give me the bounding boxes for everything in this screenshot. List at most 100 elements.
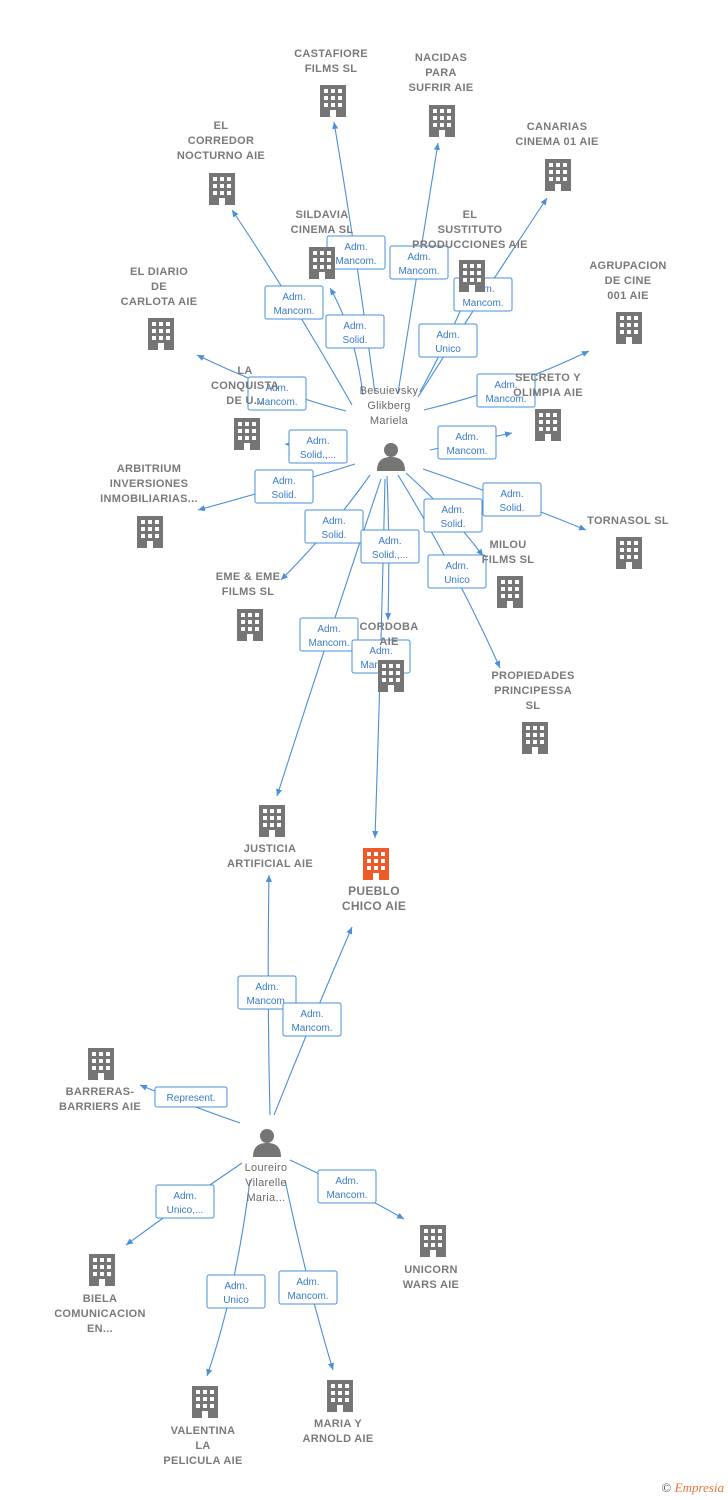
building-icon <box>420 1225 446 1257</box>
building-icon <box>148 318 174 350</box>
edge-label-besuievsky-to-sustituto[interactable]: Adm.Unico <box>418 323 478 358</box>
edge-label-besuievsky-to-justicia[interactable]: Adm.Mancom. <box>299 617 359 652</box>
person-node-loureiro[interactable]: LoureiroVilarelleMaria... <box>245 1129 288 1204</box>
company-name-line: NACIDAS <box>415 52 467 64</box>
edge-label-loureiro-to-justicia[interactable]: Adm.Mancom. <box>237 975 297 1010</box>
company-name-line: NOCTURNO AIE <box>177 150 265 162</box>
edge-label-besuievsky-to-diario[interactable]: Adm.Mancom. <box>247 376 307 411</box>
edge-role-text: Solid. <box>499 503 524 514</box>
company-name-line: CONQUISTA <box>211 380 279 392</box>
company-name-line: FILMS SL <box>222 586 275 598</box>
company-node-arbitrium[interactable]: ARBITRIUMINVERSIONESINMOBILIARIAS... <box>100 463 198 548</box>
edge-label-loureiro-to-biela[interactable]: Adm. Unico,... <box>155 1184 215 1219</box>
building-icon <box>522 722 548 754</box>
edge-role-text: Unico,... <box>167 1205 204 1216</box>
edge-label-besuievsky-to-secreto[interactable]: Adm.Mancom. <box>437 425 497 460</box>
building-icon <box>259 805 285 837</box>
building-icon <box>327 1380 353 1412</box>
edge-label-besuievsky-to-agrupacion[interactable]: Adm.Mancom. <box>476 373 536 408</box>
edge-role-text: Adm. <box>296 1277 319 1288</box>
edge-role-text: Mancom. <box>326 1190 367 1201</box>
company-name-line: LA <box>195 1440 210 1452</box>
edge-label-besuievsky-to-corredor[interactable]: Adm.Mancom. <box>264 285 324 320</box>
company-name-line: DE <box>151 281 167 293</box>
edge-role-text: Adm. <box>317 624 340 635</box>
company-name-line: SILDAVIA <box>296 209 349 221</box>
edge-label-besuievsky-to-cordoba[interactable]: Adm.Solid.,... <box>360 529 420 564</box>
company-name-line: CINEMA SL <box>291 224 354 236</box>
company-node-sildavia[interactable]: SILDAVIA CINEMA SL <box>291 209 354 279</box>
edge-role-text: Solid.,... <box>372 550 408 561</box>
company-name-line: EL <box>214 120 229 132</box>
edge-role-text: Adm. <box>173 1191 196 1202</box>
building-icon <box>137 516 163 548</box>
edge-label-besuievsky-to-tornasol[interactable]: Adm.Solid. <box>482 482 542 517</box>
edge-label-besuievsky-to-milou[interactable]: Adm.Solid. <box>423 498 483 533</box>
edge-label-besuievsky-to-eme[interactable]: Adm.Solid. <box>304 509 364 544</box>
edge-role-text: Adm. <box>494 380 517 391</box>
person-name-line: Glikberg <box>367 400 410 412</box>
company-name-line: ARTIFICIAL AIE <box>227 858 313 870</box>
copyright-symbol: © <box>661 1480 672 1495</box>
edge-role-text: Mancom. <box>256 397 297 408</box>
edge-label-besuievsky-to-nacidas[interactable]: Adm.Mancom. <box>389 245 449 280</box>
company-name-line: MILOU <box>490 539 527 551</box>
edge-role-text: Mancom. <box>335 256 376 267</box>
company-name-line: COMUNICACION <box>54 1308 146 1320</box>
edge-label-loureiro-to-valentina[interactable]: Adm.Unico <box>206 1274 266 1309</box>
edge-label-besuievsky-to-sildavia[interactable]: Adm.Solid. <box>325 314 385 349</box>
edge-label-loureiro-to-pueblo[interactable]: Adm.Mancom. <box>282 1002 342 1037</box>
company-name-line: PRINCIPESSA <box>494 685 572 697</box>
edge-label-loureiro-to-unicorn[interactable]: Adm. Mancom. <box>317 1169 377 1204</box>
edge-label-loureiro-to-maria[interactable]: Adm.Mancom. <box>278 1270 338 1305</box>
company-name-line: CANARIAS <box>527 121 587 133</box>
edge-label-besuievsky-to-arbitrium[interactable]: Adm.Solid. <box>254 469 314 504</box>
building-icon <box>459 260 485 292</box>
company-name-line: SL <box>526 700 541 712</box>
edge-label-besuievsky-to-propiedades[interactable]: Adm.Unico <box>427 554 487 589</box>
edge-label-loureiro-to-barreras[interactable]: Represent. <box>154 1086 228 1108</box>
company-node-barreras[interactable]: BARRERAS-BARRIERS AIE <box>59 1048 141 1113</box>
company-name-line: AIE <box>379 636 398 648</box>
edge-role-text: Solid. <box>342 335 367 346</box>
edge-role-text: Represent. <box>167 1093 216 1104</box>
building-icon <box>320 85 346 117</box>
edge-labels-layer: Adm.Mancom.Adm.Mancom.Adm.Mancom.Adm.Man… <box>154 235 542 1309</box>
building-icon <box>209 173 235 205</box>
edge-label-besuievsky-to-conquista[interactable]: Adm.Solid.,... <box>288 429 348 464</box>
edge-role-text: Solid.,... <box>300 450 336 461</box>
building-icon <box>616 537 642 569</box>
building-icon <box>192 1386 218 1418</box>
edge-role-text: Adm. <box>344 242 367 253</box>
edge-role-text: Adm. <box>407 252 430 263</box>
company-node-tornasol[interactable]: TORNASOL SL <box>587 515 669 569</box>
building-icon <box>429 105 455 137</box>
footer-brand[interactable]: © Empresia <box>662 1480 725 1496</box>
edge-role-text: Adm. <box>335 1176 358 1187</box>
company-node-biela[interactable]: BIELACOMUNICACIONEN... <box>54 1254 146 1335</box>
edge-label-besuievsky-to-castafiore[interactable]: Adm. Mancom. <box>326 235 386 270</box>
company-name-line: EL <box>463 209 478 221</box>
edge-role-text: Adm. <box>436 330 459 341</box>
company-name-line: 001 AIE <box>607 290 648 302</box>
edge-role-text: Adm. <box>272 476 295 487</box>
